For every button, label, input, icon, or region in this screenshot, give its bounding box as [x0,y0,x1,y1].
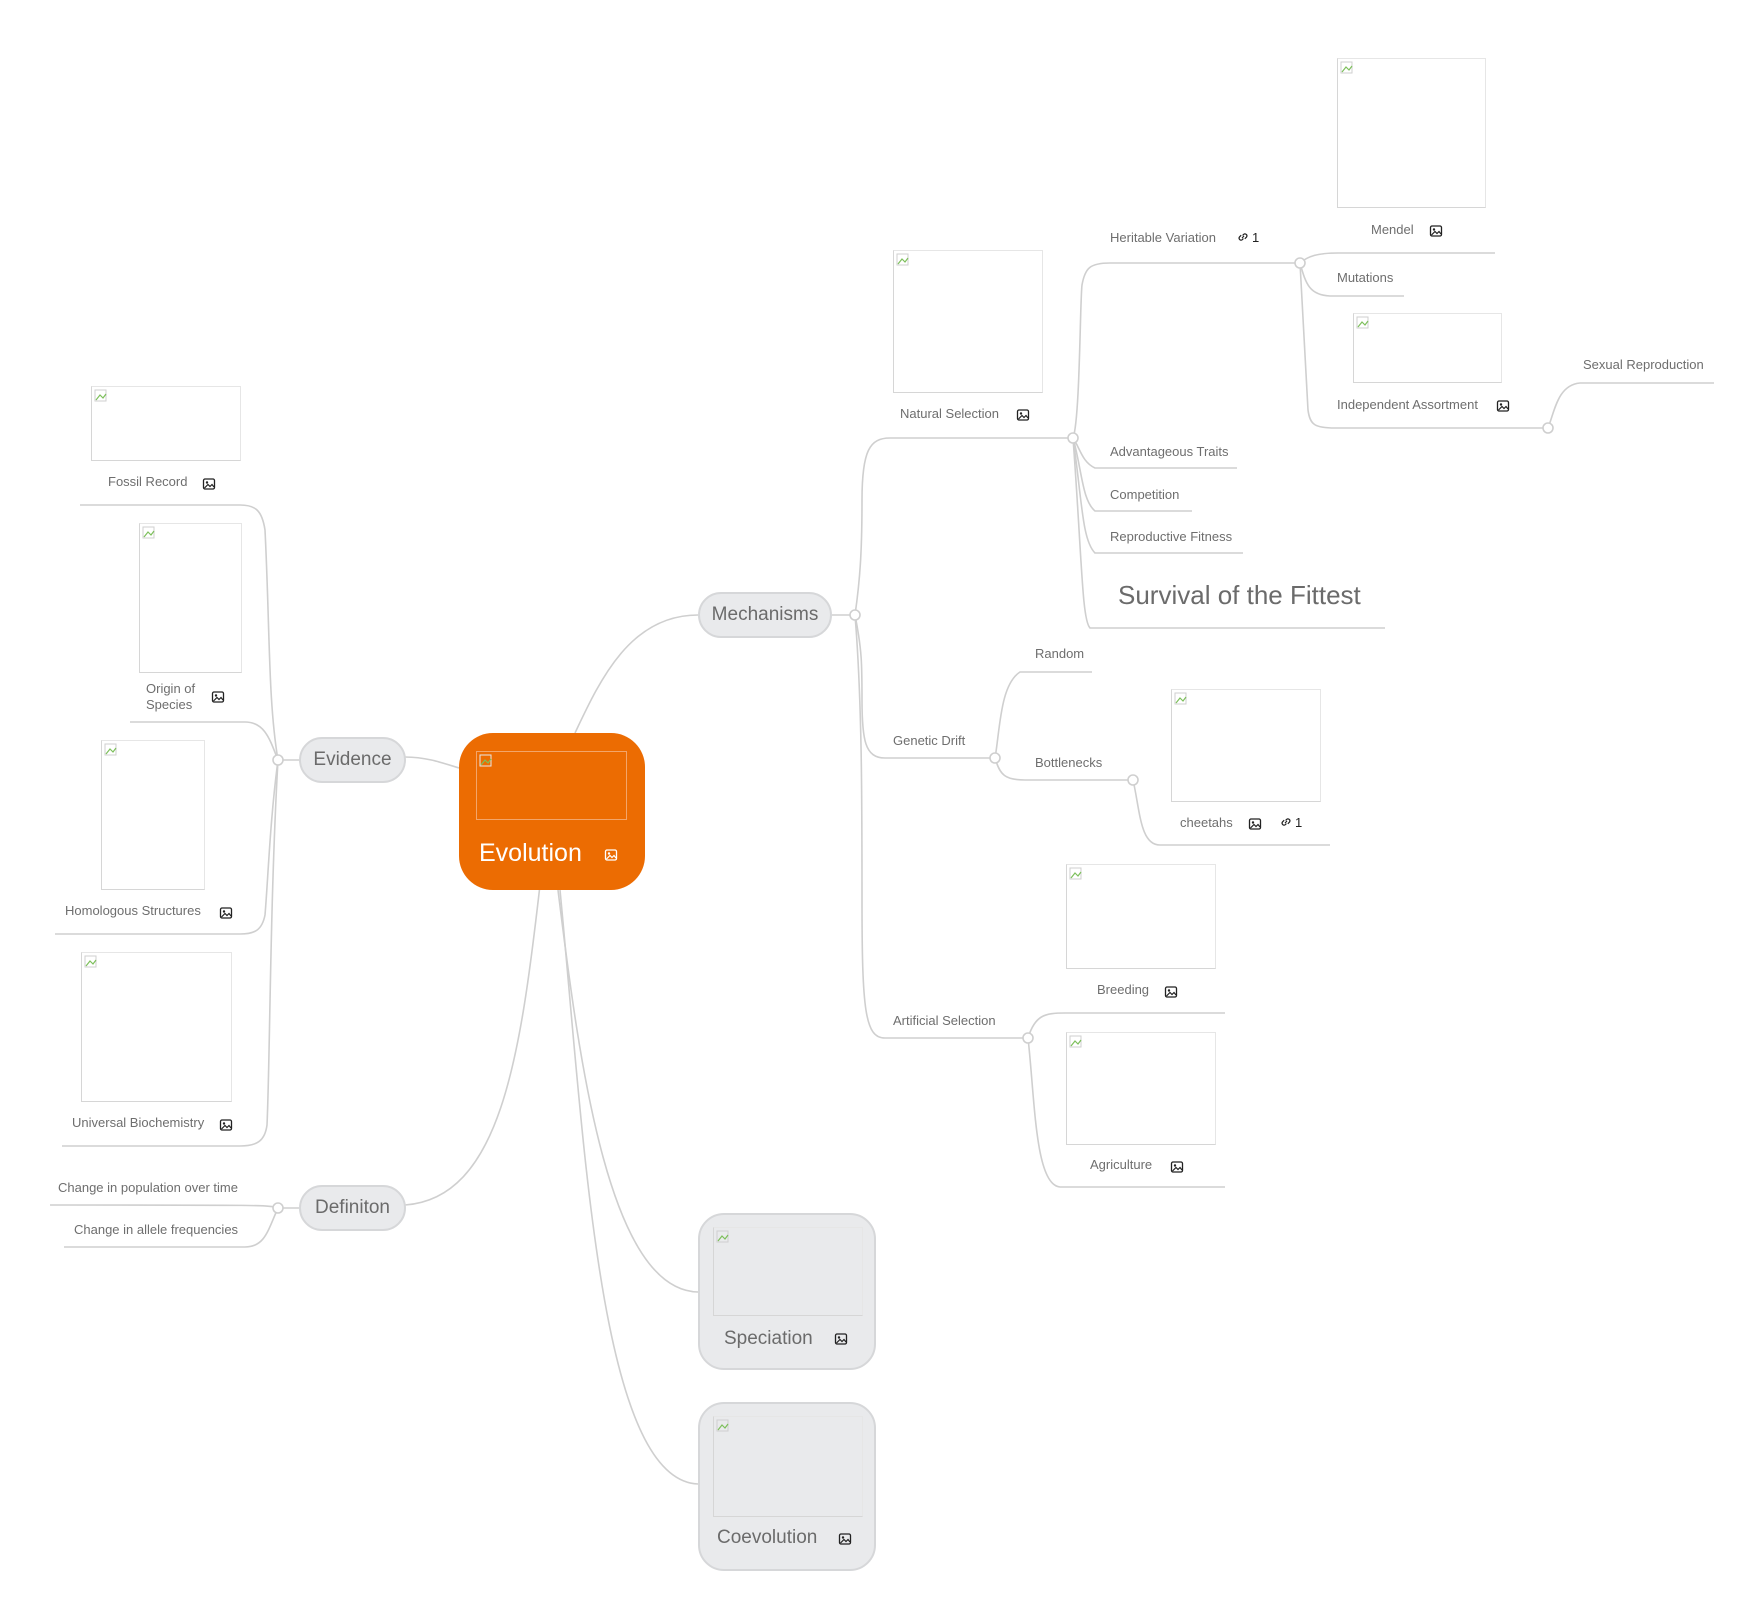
root-title: Evolution [479,839,582,867]
branch-definition[interactable]: Definiton [299,1185,406,1231]
image-icon[interactable] [1016,408,1030,422]
collapse-toggle-natural-selection [1067,432,1079,444]
collapse-toggle-mechanisms [849,609,861,621]
node-artificial-selection[interactable]: Artificial Selection [893,1013,996,1028]
node-competition[interactable]: Competition [1110,487,1180,502]
link-root-mechanisms [574,614,699,734]
link-count: 1 [1252,230,1260,245]
speciation-image-placeholder [713,1227,863,1316]
link-root-evidence [404,756,460,769]
broken-image-icon [1069,867,1082,880]
image-icon[interactable] [1429,224,1443,238]
node-bottlenecks[interactable]: Bottlenecks [1035,755,1103,770]
node-breeding[interactable]: Breeding [1097,982,1150,997]
node-reproductive-fitness[interactable]: Reproductive Fitness [1110,529,1233,544]
node-mendel[interactable]: Mendel [1371,222,1414,237]
natural-selection-image-placeholder [893,250,1043,393]
image-icon[interactable] [1248,817,1262,831]
node-cheetahs[interactable]: cheetahs [1180,815,1233,830]
breeding-image-placeholder [1066,864,1216,969]
root-image-placeholder [476,751,627,820]
cheetahs-image-placeholder [1171,689,1321,802]
node-random[interactable]: Random [1035,646,1085,661]
image-icon[interactable] [1170,1160,1184,1174]
node-advantageous-traits[interactable]: Advantageous Traits [1110,444,1229,459]
collapse-toggle-artificial-selection [1022,1032,1034,1044]
node-agriculture[interactable]: Agriculture [1090,1157,1153,1172]
broken-image-icon [1340,61,1353,74]
broken-image-icon [1069,1035,1082,1048]
collapse-toggle-heritable-variation [1294,257,1306,269]
image-icon[interactable] [202,477,216,491]
independent-assortment-image-placeholder [1353,313,1502,383]
collapse-toggle-genetic-drift [989,752,1001,764]
image-icon[interactable] [1164,985,1178,999]
broken-image-icon [1174,692,1187,705]
broken-image-icon [1356,316,1369,329]
link-count-badge[interactable]: 1 [1279,815,1302,830]
broken-image-icon [716,1419,729,1432]
node-independent-assortment[interactable]: Independent Assortment [1337,397,1478,412]
node-universal-biochemistry[interactable]: Universal Biochemistry [72,1115,205,1130]
fossil-record-image-placeholder [91,386,241,461]
agriculture-image-placeholder [1066,1032,1216,1145]
image-icon[interactable] [604,848,618,862]
broken-image-icon [84,955,97,968]
node-change-in-population[interactable]: Change in population over time [58,1180,238,1195]
image-icon[interactable] [1496,399,1510,413]
broken-image-icon [896,253,909,266]
broken-image-icon [142,526,155,539]
node-homologous-structures[interactable]: Homologous Structures [65,903,201,918]
collapse-toggle-bottlenecks [1127,774,1139,786]
speciation-title: Speciation [724,1328,813,1349]
image-icon[interactable] [211,690,225,704]
collapse-toggle-independent-assortment [1542,422,1554,434]
image-icon[interactable] [219,906,233,920]
node-mutations[interactable]: Mutations [1337,270,1394,285]
node-change-in-allele-frequencies[interactable]: Change in allele frequencies [74,1222,239,1237]
branch-mechanisms[interactable]: Mechanisms [698,592,832,638]
homologous-structures-image-placeholder [101,740,205,890]
broken-image-icon [716,1230,729,1243]
node-heritable-variation[interactable]: Heritable Variation [1110,230,1216,245]
collapse-toggle-evidence [272,754,284,766]
image-icon[interactable] [219,1118,233,1132]
image-icon[interactable] [838,1532,852,1546]
node-genetic-drift[interactable]: Genetic Drift [893,733,966,748]
node-survival-of-the-fittest[interactable]: Survival of the Fittest [1118,580,1361,610]
branch-speciation[interactable]: Speciation [698,1213,876,1370]
broken-image-icon [94,389,107,402]
node-sexual-reproduction[interactable]: Sexual Reproduction [1583,357,1704,372]
branch-evidence[interactable]: Evidence [299,737,406,783]
collapse-toggle-definition [272,1202,284,1214]
branch-coevolution[interactable]: Coevolution [698,1402,876,1571]
image-icon[interactable] [834,1332,848,1346]
node-fossil-record[interactable]: Fossil Record [108,474,188,489]
origin-of-species-image-placeholder [139,523,242,673]
broken-image-icon [104,743,117,756]
coevolution-image-placeholder [713,1416,863,1517]
link-root-coevolution [559,889,699,1485]
root-node-evolution[interactable]: Evolution [459,733,645,890]
link-icon [1281,818,1291,826]
link-root-definition [404,884,541,1206]
link-count: 1 [1295,815,1303,830]
node-natural-selection[interactable]: Natural Selection [900,406,999,421]
link-icon [1238,233,1248,241]
coevolution-title: Coevolution [717,1527,818,1548]
mendel-image-placeholder [1337,58,1486,208]
node-origin-of-species-line1[interactable]: Origin of [146,681,196,696]
link-count-badge[interactable]: 1 [1236,230,1259,245]
universal-biochemistry-image-placeholder [81,952,232,1102]
node-origin-of-species-line2[interactable]: Species [146,697,193,712]
broken-image-icon [479,754,492,767]
